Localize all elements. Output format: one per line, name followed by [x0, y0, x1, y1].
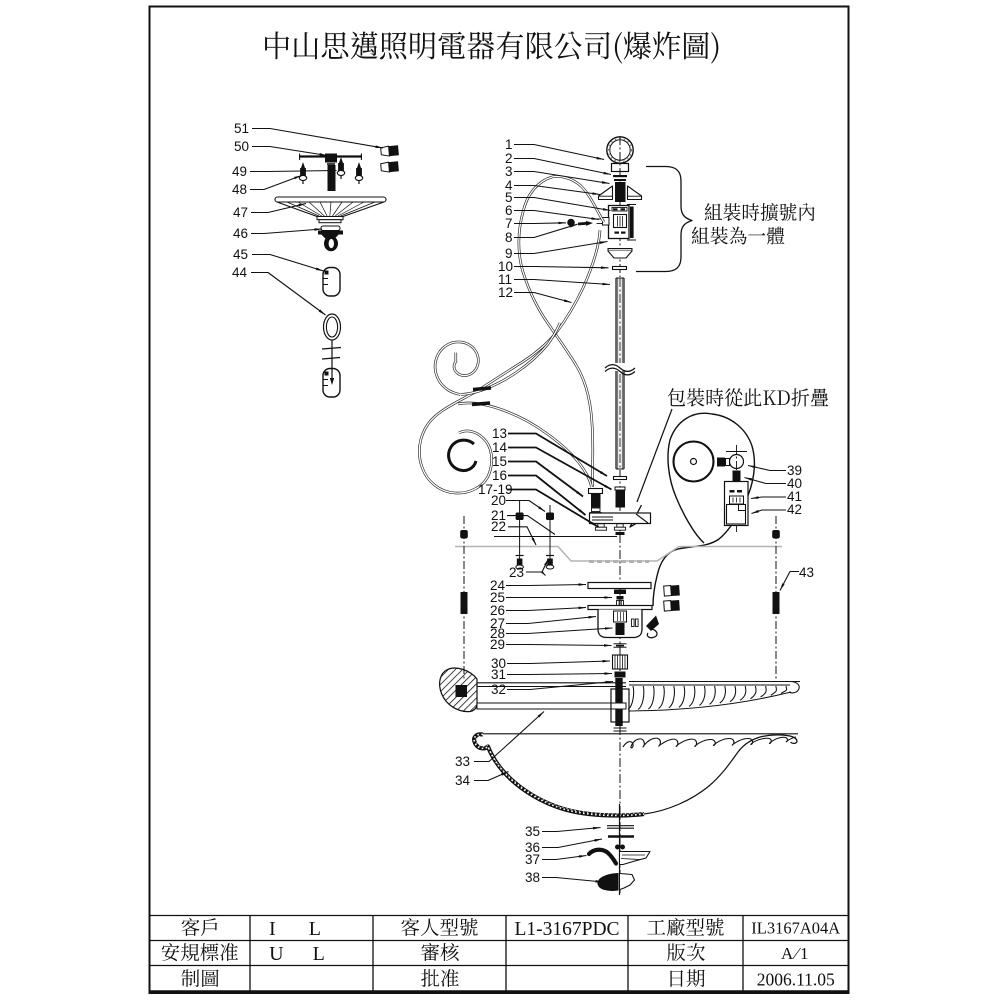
svg-text:37: 37: [525, 852, 540, 867]
svg-text:9: 9: [505, 246, 513, 261]
svg-text:36: 36: [525, 840, 540, 855]
svg-text:13: 13: [492, 426, 507, 441]
svg-text:7: 7: [505, 216, 513, 231]
svg-text:43: 43: [799, 565, 814, 580]
svg-text:32: 32: [491, 682, 506, 697]
svg-text:41: 41: [787, 489, 802, 504]
svg-text:38: 38: [525, 870, 540, 885]
svg-text:2006.11.05: 2006.11.05: [757, 970, 835, 990]
svg-text:8: 8: [505, 230, 513, 245]
svg-text:34: 34: [455, 773, 471, 788]
svg-text:50: 50: [234, 139, 249, 154]
svg-text:3: 3: [505, 164, 513, 179]
svg-text:2: 2: [505, 151, 513, 166]
svg-text:49: 49: [232, 164, 247, 179]
svg-text:33: 33: [455, 754, 470, 769]
svg-text:24: 24: [490, 578, 506, 593]
svg-text:15: 15: [492, 454, 507, 469]
svg-text:51: 51: [234, 121, 249, 136]
svg-text:A∕1: A∕1: [781, 944, 811, 963]
svg-text:6: 6: [505, 203, 513, 218]
svg-text:17-19: 17-19: [478, 482, 513, 497]
svg-text:5: 5: [505, 190, 513, 205]
svg-text:23: 23: [509, 565, 524, 580]
svg-text:1: 1: [505, 137, 513, 152]
svg-text:20: 20: [491, 493, 506, 508]
svg-text:30: 30: [491, 656, 506, 671]
svg-text:U L: U L: [269, 943, 337, 965]
svg-text:22: 22: [491, 519, 506, 534]
svg-text:4: 4: [505, 178, 513, 193]
svg-text:48: 48: [232, 182, 247, 197]
svg-text:35: 35: [525, 824, 540, 839]
svg-text:28: 28: [490, 626, 505, 641]
svg-text:25: 25: [490, 590, 505, 605]
svg-text:IL3167A04A: IL3167A04A: [751, 919, 840, 938]
svg-text:47: 47: [233, 205, 248, 220]
svg-text:46: 46: [233, 226, 248, 241]
svg-text:11: 11: [498, 272, 512, 287]
svg-text:39: 39: [787, 463, 802, 478]
svg-text:40: 40: [787, 476, 802, 491]
svg-text:12: 12: [498, 285, 513, 300]
svg-text:16: 16: [492, 468, 507, 483]
svg-text:14: 14: [492, 440, 508, 455]
svg-text:31: 31: [491, 667, 506, 682]
svg-text:10: 10: [498, 259, 513, 274]
svg-text:L1-3167PDC: L1-3167PDC: [514, 919, 619, 940]
svg-text:42: 42: [787, 502, 802, 517]
svg-text:44: 44: [232, 265, 248, 280]
svg-text:I L: I L: [269, 918, 335, 940]
svg-text:29: 29: [490, 637, 505, 652]
svg-text:27: 27: [490, 616, 505, 631]
svg-text:21: 21: [491, 508, 506, 523]
svg-text:45: 45: [233, 247, 248, 262]
svg-text:26: 26: [490, 603, 505, 618]
